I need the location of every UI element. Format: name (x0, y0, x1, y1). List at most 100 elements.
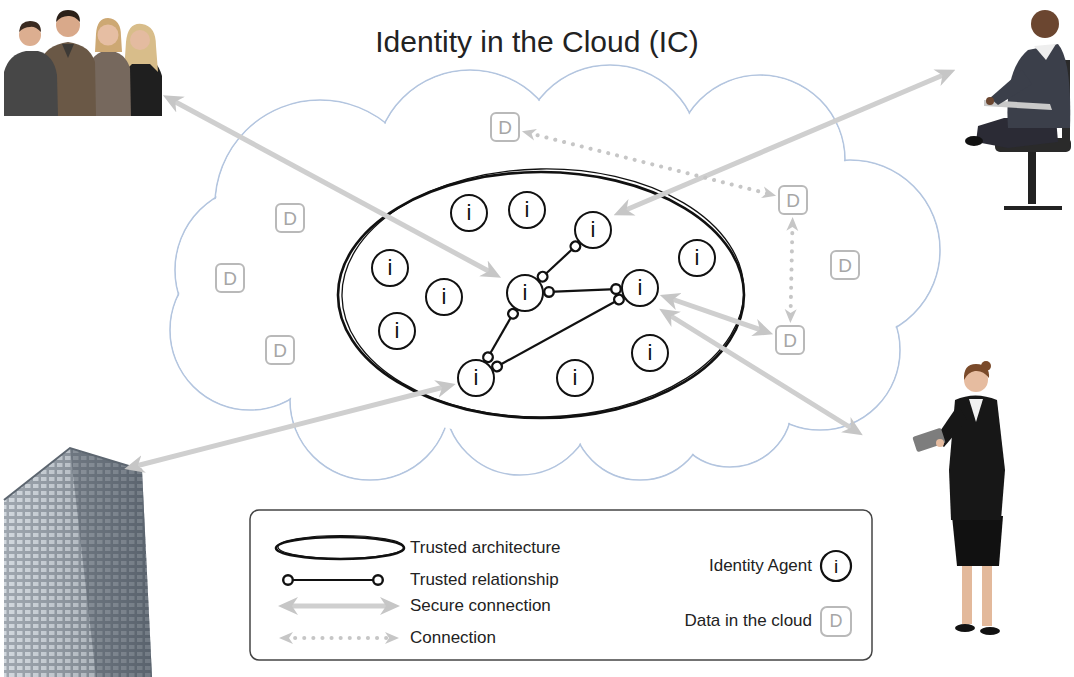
legend-relationship-sample (288, 579, 378, 581)
agent-letter: i (648, 342, 653, 364)
edge-group (488, 133, 793, 366)
agent-letter: i (695, 247, 700, 269)
data-connection (529, 133, 770, 194)
building-side (70, 448, 152, 677)
woman-leg (962, 562, 972, 624)
legend-samples (276, 536, 851, 639)
legend-label: Trusted architecture (410, 538, 561, 558)
identity-agent: i (574, 211, 612, 249)
legend-secure-sample (286, 604, 392, 609)
legend-label: Identity Agent (709, 556, 812, 576)
data-item: D (490, 112, 520, 142)
data-item: D (830, 250, 860, 280)
agent-letter: i (573, 367, 578, 389)
trusted-architecture (338, 165, 746, 420)
person-hair (19, 21, 41, 32)
woman-shoe (980, 627, 1000, 635)
building-facade (4, 448, 152, 677)
secure-connection (667, 297, 765, 331)
agent-letter: i (523, 282, 528, 304)
identity-agent: i (678, 239, 716, 277)
agent-letter: i (474, 367, 479, 389)
person-hair (56, 10, 80, 22)
data-letter: D (273, 341, 287, 360)
identity-agent: i (450, 194, 488, 232)
data-connection (791, 224, 793, 316)
secure-connection (170, 99, 494, 274)
legend-ellipse-sketch (278, 536, 404, 559)
legend-connection-sample (286, 636, 392, 640)
building-roofline (4, 448, 142, 500)
trusted-relationship (488, 314, 513, 357)
data-item: D (778, 185, 808, 215)
person-hair (124, 24, 158, 72)
woman-leg (982, 562, 992, 626)
trusted-architecture-sketch (340, 165, 746, 420)
woman-arm (934, 405, 967, 447)
woman-tablet-figure (912, 361, 1005, 635)
identity-agent: i (631, 334, 669, 372)
data-letter: D (838, 256, 852, 275)
user-connections (132, 73, 948, 467)
identity-agent: i (508, 191, 546, 229)
data-letter: D (498, 118, 512, 137)
data-item: D (775, 325, 805, 355)
legend-label: Connection (410, 628, 496, 648)
data-letter: D (786, 191, 800, 210)
chair-base (1004, 206, 1062, 210)
man-arm (990, 70, 1032, 105)
identity-agent: i (506, 274, 544, 312)
data-letter: D (283, 209, 297, 228)
woman-shoe (955, 624, 975, 632)
secure-connection (132, 386, 448, 467)
person-body (4, 51, 58, 116)
agent-letter: i (525, 199, 530, 221)
agent-letter: i (388, 257, 393, 279)
man-collar (1034, 44, 1056, 60)
man-hand (986, 97, 994, 105)
chair-stem (1028, 150, 1036, 204)
office-building-figure (4, 448, 152, 677)
legend-data-sample (821, 607, 851, 636)
person-shirt (62, 44, 74, 58)
woman-skirt (952, 516, 1003, 566)
agent-letter: i (638, 277, 643, 299)
cloud-fill-part (262, 142, 838, 438)
trusted-relationship (543, 246, 576, 276)
legend-agent-sample (821, 551, 851, 581)
agent-letter: i (591, 219, 596, 241)
identity-agent: i (378, 312, 416, 350)
data-letter: D (223, 269, 237, 288)
person-hair (95, 18, 122, 52)
woman-shirt (969, 399, 983, 422)
identity-agent: i (621, 269, 659, 307)
identity-agent: i (425, 278, 463, 316)
trusted-relationship (549, 289, 616, 292)
building-shade (4, 448, 152, 677)
data-item: D (265, 335, 295, 365)
legend-sample-letter: D (830, 612, 843, 630)
woman-hand (936, 439, 944, 447)
people-group-figure (4, 10, 162, 116)
legend-label: Secure connection (410, 596, 551, 616)
woman-hair-bun (981, 361, 991, 371)
data-letter: D (783, 331, 797, 350)
man-shoe (965, 136, 983, 146)
man-laptop-figure (965, 10, 1071, 208)
legend-sample-letter: i (834, 557, 838, 576)
woman-tablet (912, 428, 945, 452)
agent-letter: i (467, 202, 472, 224)
data-item: D (215, 263, 245, 293)
legend-frame (250, 510, 872, 660)
identity-agent: i (371, 249, 409, 287)
identity-agent: i (457, 359, 495, 397)
agent-letter: i (442, 286, 447, 308)
identity-agent: i (556, 359, 594, 397)
agent-letter: i (395, 320, 400, 342)
person-head (98, 25, 119, 46)
diagram-title: Identity in the Cloud (IC) (375, 25, 698, 60)
person-head (130, 30, 150, 50)
legend-label: Data in the cloud (684, 611, 812, 631)
legend-label: Trusted relationship (410, 570, 559, 590)
